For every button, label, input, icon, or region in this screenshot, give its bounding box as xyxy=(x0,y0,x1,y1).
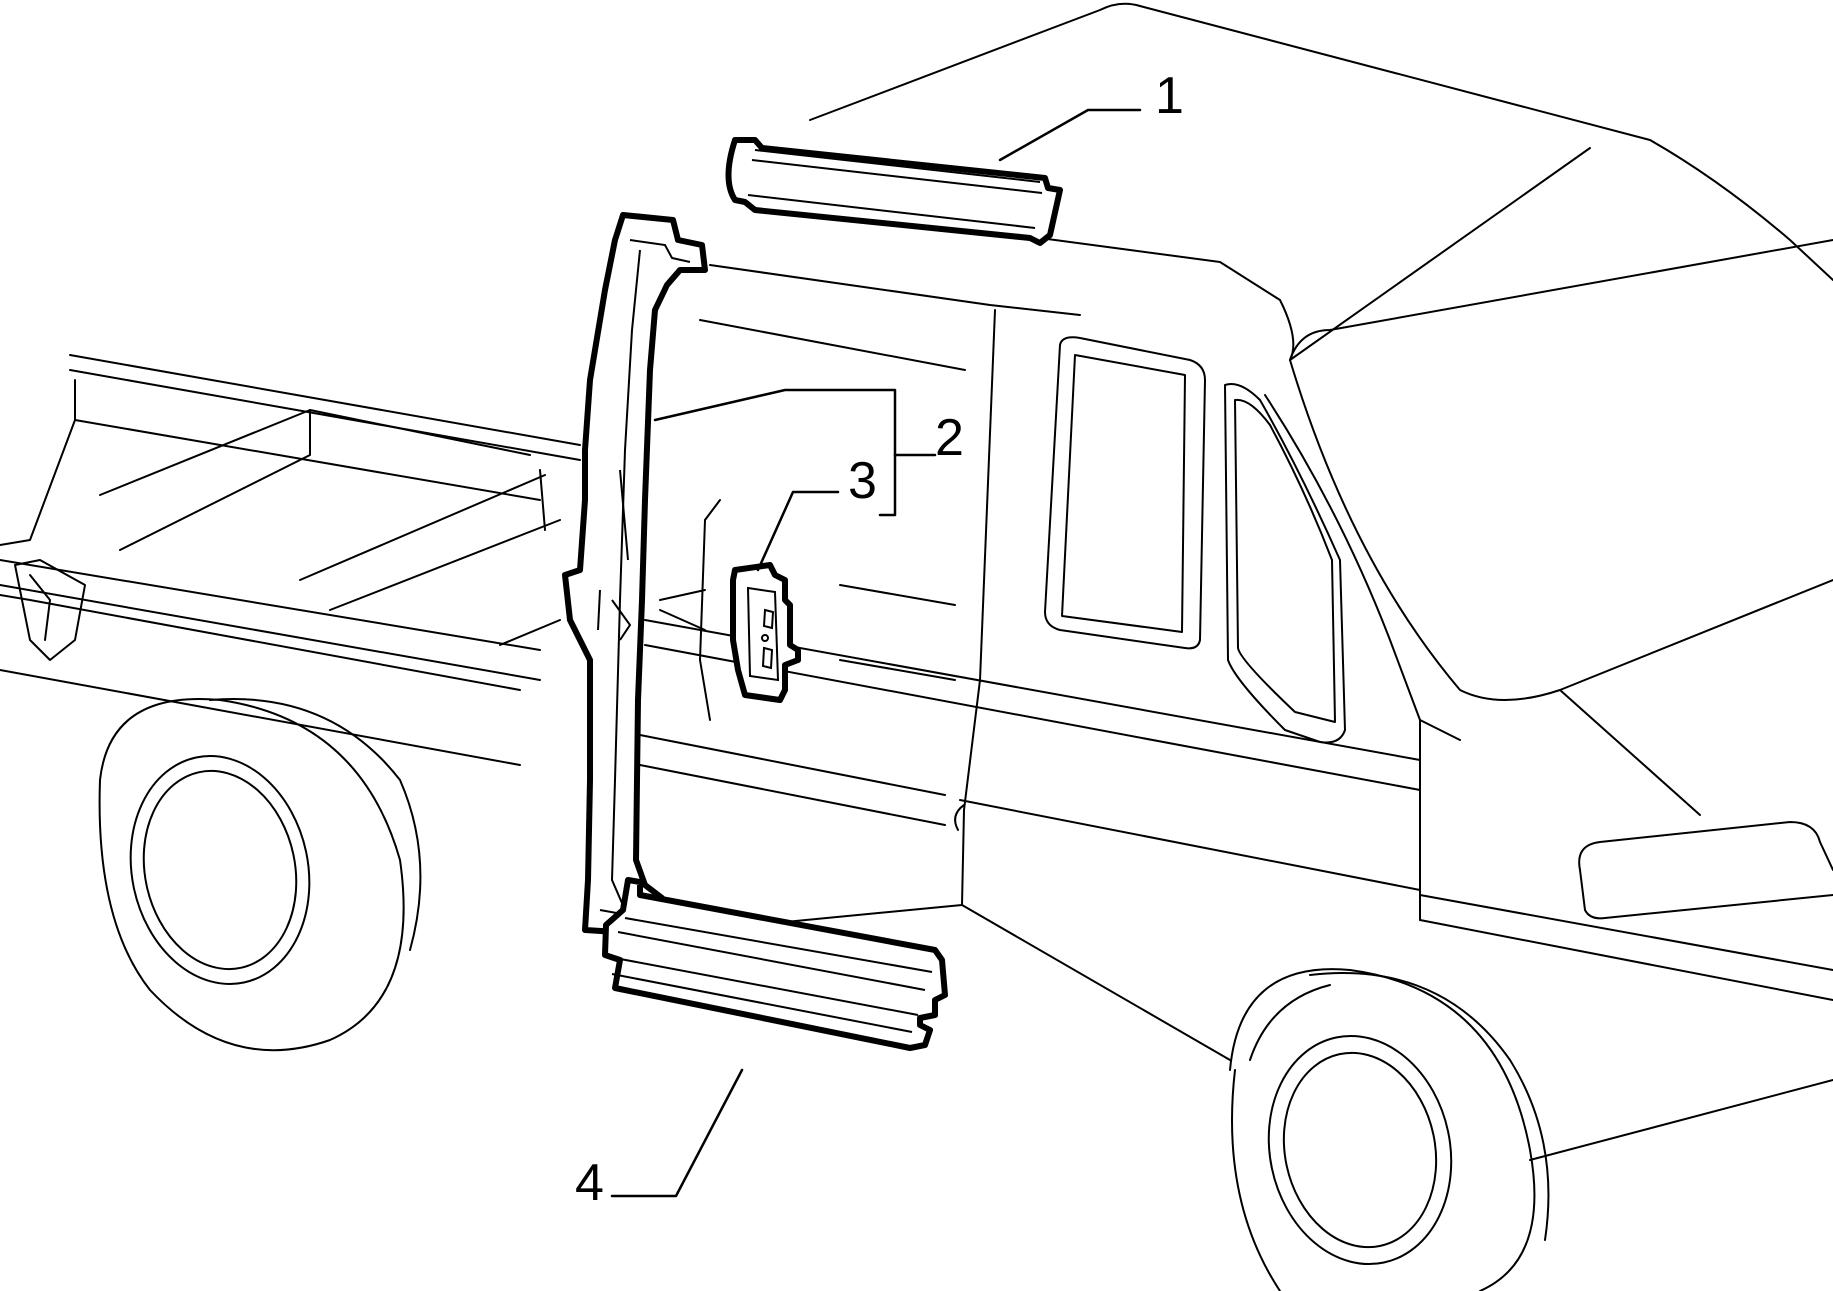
part-3-bracket xyxy=(730,562,801,703)
leader-lines xyxy=(610,108,1142,1198)
van-cab xyxy=(639,2,1833,1161)
callout-4: 4 xyxy=(575,1154,604,1212)
callout-1: 1 xyxy=(1155,67,1184,125)
chassis-frame xyxy=(0,354,581,766)
callout-labels: 1 2 3 4 xyxy=(575,67,1184,1212)
callout-3: 3 xyxy=(848,452,877,510)
part-4-sill xyxy=(602,877,948,1051)
callout-2: 2 xyxy=(935,409,964,467)
front-wheel xyxy=(1229,968,1550,1291)
part-2-b-pillar xyxy=(562,212,708,938)
part-1-roof-rail xyxy=(725,137,1063,246)
rear-wheel xyxy=(98,698,422,1052)
